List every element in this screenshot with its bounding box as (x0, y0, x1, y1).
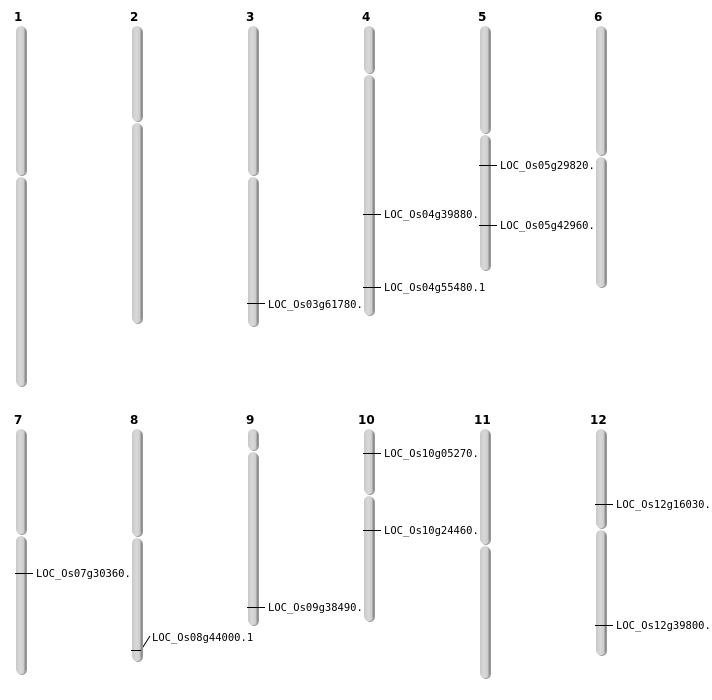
gene-label[interactable]: LOC_Os04g55480.1 (384, 282, 486, 294)
chromosome-1-q-arm[interactable] (16, 177, 26, 386)
gene-label[interactable]: LOC_Os08g44000.1 (152, 632, 254, 644)
chromosome-3-p-arm[interactable] (248, 26, 258, 175)
chromosome-6-q-arm[interactable] (596, 157, 606, 287)
chromosome-5-p-arm[interactable] (480, 26, 490, 133)
chromosome-12-q-arm[interactable] (596, 530, 606, 655)
chromosome-2-q-arm[interactable] (132, 123, 142, 323)
gene-marker (131, 650, 141, 651)
chromosome-9-q-arm[interactable] (248, 452, 258, 625)
gene-label[interactable]: LOC_Os10g24460.1 (384, 525, 486, 537)
gene-marker (479, 165, 497, 166)
chromosome-label: 7 (14, 413, 23, 427)
chromosome-5-q-arm[interactable] (480, 135, 490, 270)
gene-marker (479, 225, 497, 226)
chromosome-4-q-arm[interactable] (364, 75, 374, 315)
chromosome-12-p-arm[interactable] (596, 429, 606, 528)
gene-label[interactable]: LOC_Os05g29820.1 (500, 160, 602, 172)
chromosome-7-q-arm[interactable] (16, 536, 26, 674)
gene-label[interactable]: LOC_Os03g61780.1 (268, 299, 370, 311)
gene-marker (595, 504, 613, 505)
chromosome-label: 11 (474, 413, 491, 427)
chromosome-label: 3 (246, 10, 255, 24)
gene-marker (15, 573, 33, 574)
chromosome-10-p-arm[interactable] (364, 429, 374, 494)
gene-marker (363, 453, 381, 454)
chromosome-label: 4 (362, 10, 371, 24)
gene-label[interactable]: LOC_Os09g38490.1 (268, 602, 370, 614)
gene-label[interactable]: LOC_Os07g30360.1 (36, 568, 138, 580)
gene-label[interactable]: LOC_Os12g16030.1 (616, 499, 712, 511)
chromosome-10-q-arm[interactable] (364, 496, 374, 621)
gene-label[interactable]: LOC_Os12g39800.1 (616, 620, 712, 632)
gene-marker (247, 303, 265, 304)
gene-marker (363, 287, 381, 288)
chromosome-11-q-arm[interactable] (480, 546, 490, 678)
gene-marker (247, 607, 265, 608)
chromosome-label: 8 (130, 413, 139, 427)
gene-label[interactable]: LOC_Os10g05270.1 (384, 448, 486, 460)
chromosome-label: 10 (358, 413, 375, 427)
chromosome-3-q-arm[interactable] (248, 177, 258, 326)
gene-label[interactable]: LOC_Os05g42960.1 (500, 220, 602, 232)
chromosome-9-p-arm[interactable] (248, 429, 258, 450)
chromosome-label: 12 (590, 413, 607, 427)
gene-marker (363, 530, 381, 531)
chromosome-2-p-arm[interactable] (132, 26, 142, 121)
gene-marker (595, 625, 613, 626)
chromosome-label: 1 (14, 10, 23, 24)
chromosome-6-p-arm[interactable] (596, 26, 606, 155)
chromosome-label: 2 (130, 10, 139, 24)
chromosome-label: 9 (246, 413, 255, 427)
chromosome-1-p-arm[interactable] (16, 26, 26, 175)
chromosome-7-p-arm[interactable] (16, 429, 26, 534)
gene-label[interactable]: LOC_Os04g39880.1 (384, 209, 486, 221)
chromosome-label: 6 (594, 10, 603, 24)
gene-marker (363, 214, 381, 215)
chromosome-label: 5 (478, 10, 487, 24)
chromosome-8-q-arm[interactable] (132, 538, 142, 661)
chromosome-4-p-arm[interactable] (364, 26, 374, 73)
chromosome-8-p-arm[interactable] (132, 429, 142, 536)
gene-connector-line (140, 635, 151, 651)
chromosome-11-p-arm[interactable] (480, 429, 490, 544)
